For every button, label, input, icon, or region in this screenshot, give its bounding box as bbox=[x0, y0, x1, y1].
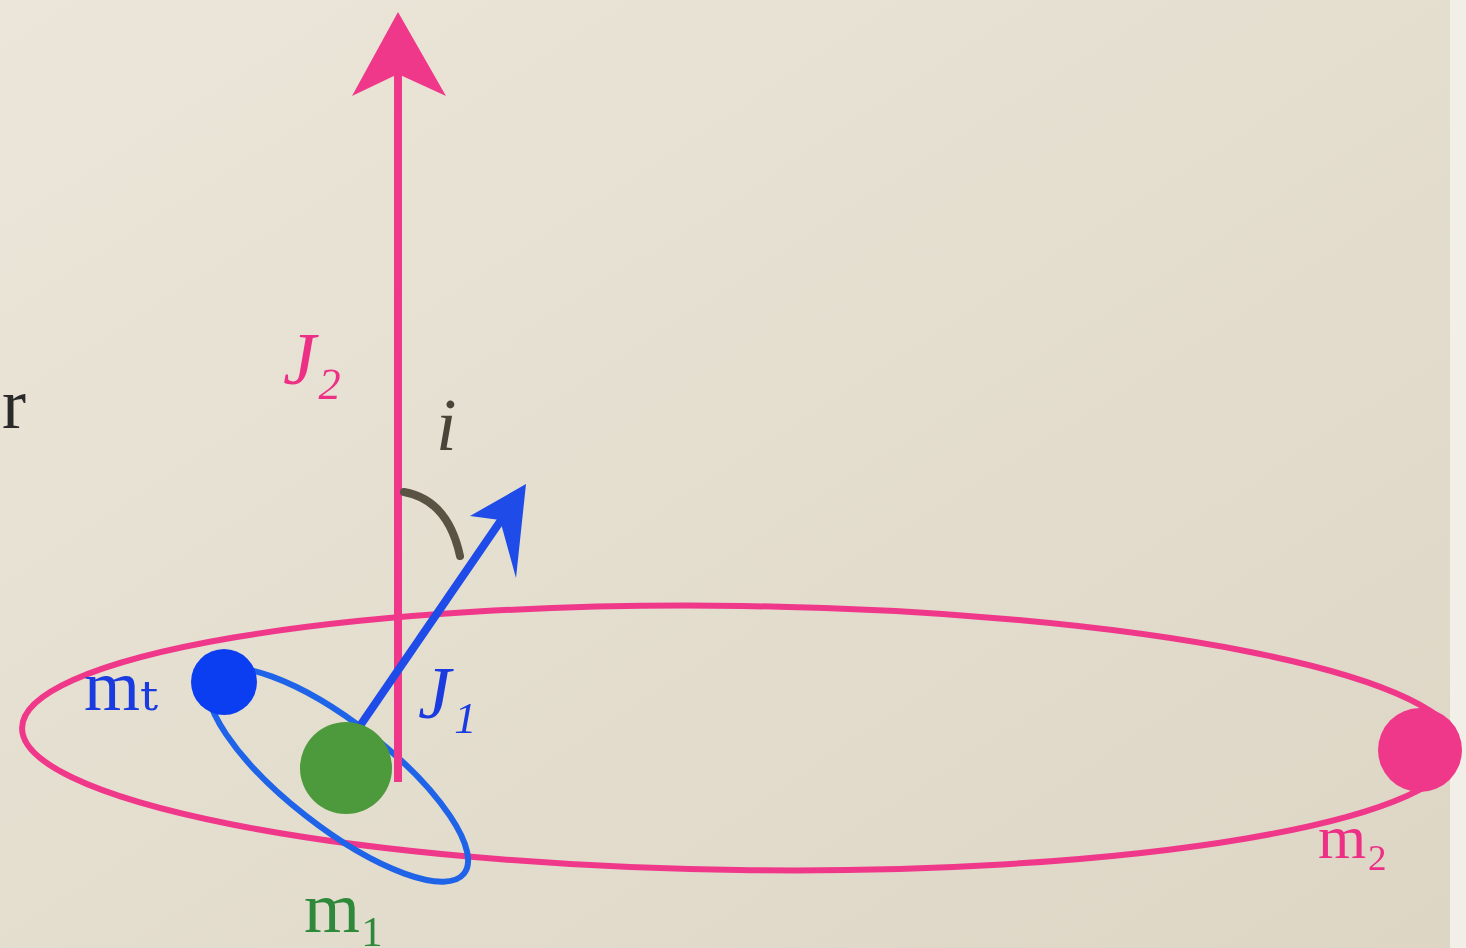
outer-orbit bbox=[20, 596, 1460, 880]
mass-label: m₂ bbox=[1318, 806, 1388, 868]
inclination-arc bbox=[404, 492, 460, 556]
mass-label: m₁ bbox=[304, 872, 385, 944]
inner-angular-momentum-arrow bbox=[342, 510, 508, 752]
cut-off-text: r bbox=[2, 368, 26, 440]
mass-label: mₜ bbox=[84, 650, 158, 722]
angular-momentum-label: J₁ bbox=[418, 656, 477, 730]
inner-primary-mass bbox=[300, 722, 392, 814]
arrowhead bbox=[352, 12, 446, 96]
angular-momentum-label: J₂ bbox=[283, 322, 342, 396]
test-mass bbox=[191, 649, 257, 715]
inclination-label: i bbox=[436, 388, 457, 462]
arrowhead bbox=[470, 484, 526, 578]
outer-mass bbox=[1378, 708, 1462, 792]
torn-edge bbox=[1450, 0, 1466, 948]
